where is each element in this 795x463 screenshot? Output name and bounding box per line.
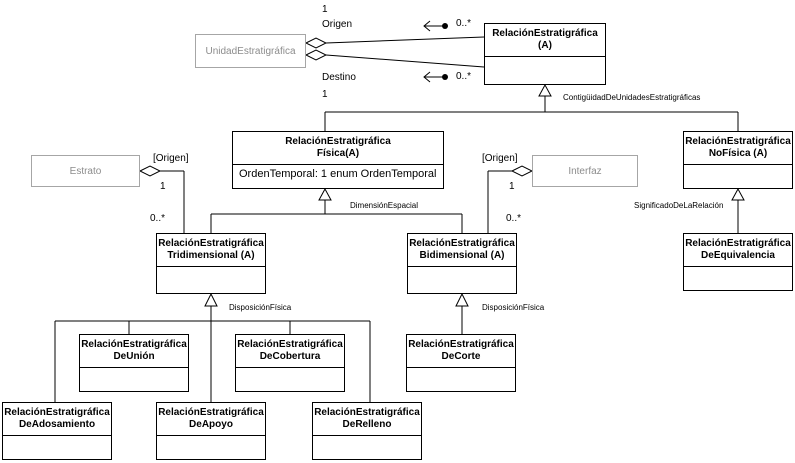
class-name-line2: Física(A) <box>316 148 360 159</box>
contiguidad-label: ContigüidadDeUnidadesEstratigráficas <box>563 93 701 102</box>
estrato-aggregation-diamond <box>138 165 162 177</box>
generalization-triangle-nofisica <box>731 187 745 201</box>
class-name-line1: RelaciónEstratigráfica <box>285 136 391 147</box>
class-relacion-estratigrafica: RelaciónEstratigráfica (A) <box>484 23 606 85</box>
class-name: Estrato <box>69 165 102 177</box>
origen-navigation-arrowhead <box>423 20 431 32</box>
class-relacion-de-cobertura: RelaciónEstratigráfica DeCobertura <box>235 334 345 392</box>
class-unidad-estratigrafica: UnidadEstratigráfica <box>195 34 306 68</box>
destino-multiplicity-one: 1 <box>322 89 328 100</box>
estrato-multiplicity-many: 0..* <box>150 213 166 224</box>
class-header: RelaciónEstratigráfica DeCobertura <box>236 335 344 368</box>
class-name: UnidadEstratigráfica <box>205 45 296 57</box>
class-header: RelaciónEstratigráfica Física(A) <box>233 132 443 165</box>
origen-association-line <box>325 36 485 44</box>
destino-aggregation-diamond <box>304 49 328 61</box>
class-estrato: Estrato <box>31 155 140 187</box>
generalization-triangle-relacion <box>538 83 552 97</box>
class-name-line1: RelaciónEstratigráfica <box>158 238 264 249</box>
class-header: RelaciónEstratigráfica Tridimensional (A… <box>157 234 265 267</box>
origen-aggregation-diamond <box>304 37 328 49</box>
class-header: RelaciónEstratigráfica DeApoyo <box>157 403 265 436</box>
estrato-role-label: [Origen] <box>153 153 189 164</box>
class-header: RelaciónEstratigráfica DeCorte <box>407 335 515 368</box>
disposicion-fisica-label-tri: DisposiciónFísica <box>229 303 292 312</box>
class-relacion-de-adosamiento: RelaciónEstratigráfica DeAdosamiento <box>2 402 112 460</box>
destino-association-line <box>325 54 485 68</box>
class-name-line1: RelaciónEstratigráfica <box>81 339 187 350</box>
class-relacion-de-apoyo: RelaciónEstratigráfica DeApoyo <box>156 402 266 460</box>
class-name-line2: DeUnión <box>113 351 155 362</box>
class-name: RelaciónEstratigráfica (A) <box>492 28 598 51</box>
class-name-line2: DeAdosamiento <box>18 419 96 430</box>
class-name-line2: DeCorte <box>441 351 481 362</box>
generalization-triangle-bidimensional <box>455 292 469 307</box>
class-relacion-nofisica: RelaciónEstratigráfica NoFísica (A) <box>683 131 793 189</box>
class-name-line1: RelaciónEstratigráfica <box>4 407 110 418</box>
dimension-espacial-label: DimensiónEspacial <box>350 201 419 210</box>
class-header: RelaciónEstratigráfica DeUnión <box>80 335 188 368</box>
class-attribute: OrdenTemporal: 1 enum OrdenTemporal <box>239 168 437 180</box>
interfaz-multiplicity-one: 1 <box>509 181 515 192</box>
class-interfaz: Interfaz <box>532 155 638 187</box>
class-name-line1: RelaciónEstratigráfica <box>314 407 420 418</box>
class-name-line2: DeApoyo <box>189 419 233 430</box>
generalization-triangle-tridimensional <box>204 292 218 307</box>
class-name-line1: RelaciónEstratigráfica <box>685 136 791 147</box>
class-name-line1: RelaciónEstratigráfica <box>685 238 791 249</box>
class-relacion-bidimensional: RelaciónEstratigráfica Bidimensional (A) <box>407 233 517 294</box>
estrato-multiplicity-one: 1 <box>160 181 166 192</box>
class-name-line1: RelaciónEstratigráfica <box>408 339 514 350</box>
class-name-line2: Bidimensional (A) <box>419 250 505 261</box>
class-name-line1: RelaciónEstratigráfica <box>237 339 343 350</box>
class-name-line2: DeEquivalencia <box>701 250 775 261</box>
class-relacion-de-equivalencia: RelaciónEstratigráfica DeEquivalencia <box>683 233 793 291</box>
class-header: RelaciónEstratigráfica DeAdosamiento <box>3 403 111 436</box>
significado-label: SignificadoDeLaRelación <box>634 201 724 210</box>
class-header: RelaciónEstratigráfica DeEquivalencia <box>684 234 792 267</box>
origen-role-label: Origen <box>322 19 353 30</box>
class-relacion-de-corte: RelaciónEstratigráfica DeCorte <box>406 334 516 392</box>
class-name-line2: Tridimensional (A) <box>167 250 255 261</box>
class-header: RelaciónEstratigráfica (A) <box>485 24 605 57</box>
generalization-triangle-fisica <box>318 187 332 201</box>
interfaz-aggregation-diamond <box>510 165 534 177</box>
class-header: RelaciónEstratigráfica Bidimensional (A) <box>408 234 516 267</box>
class-name-line1: RelaciónEstratigráfica <box>409 238 515 249</box>
class-name-line2: DeRelleno <box>342 419 392 430</box>
origen-multiplicity-one: 1 <box>322 4 328 15</box>
class-relacion-tridimensional: RelaciónEstratigráfica Tridimensional (A… <box>156 233 266 294</box>
interfaz-role-label: [Origen] <box>482 153 518 164</box>
disposicion-fisica-label-bi: DisposiciónFísica <box>482 303 545 312</box>
interfaz-multiplicity-many: 0..* <box>506 213 522 224</box>
class-name-line1: RelaciónEstratigráfica <box>158 407 264 418</box>
origen-multiplicity-many: 0..* <box>456 18 472 29</box>
class-name-line2: DeCobertura <box>259 351 321 362</box>
destino-role-label: Destino <box>322 72 356 83</box>
class-header: RelaciónEstratigráfica DeRelleno <box>313 403 421 436</box>
class-name: Interfaz <box>568 165 602 177</box>
destino-multiplicity-many: 0..* <box>456 71 472 82</box>
destino-navigation-dot <box>442 74 448 80</box>
class-relacion-fisica: RelaciónEstratigráfica Física(A) OrdenTe… <box>232 131 444 189</box>
origen-navigation-dot <box>442 23 448 29</box>
class-relacion-de-union: RelaciónEstratigráfica DeUnión <box>79 334 189 392</box>
class-relacion-de-relleno: RelaciónEstratigráfica DeRelleno <box>312 402 422 460</box>
class-name-line2: NoFísica (A) <box>708 148 768 159</box>
class-header: RelaciónEstratigráfica NoFísica (A) <box>684 132 792 165</box>
destino-navigation-arrowhead <box>423 71 431 83</box>
